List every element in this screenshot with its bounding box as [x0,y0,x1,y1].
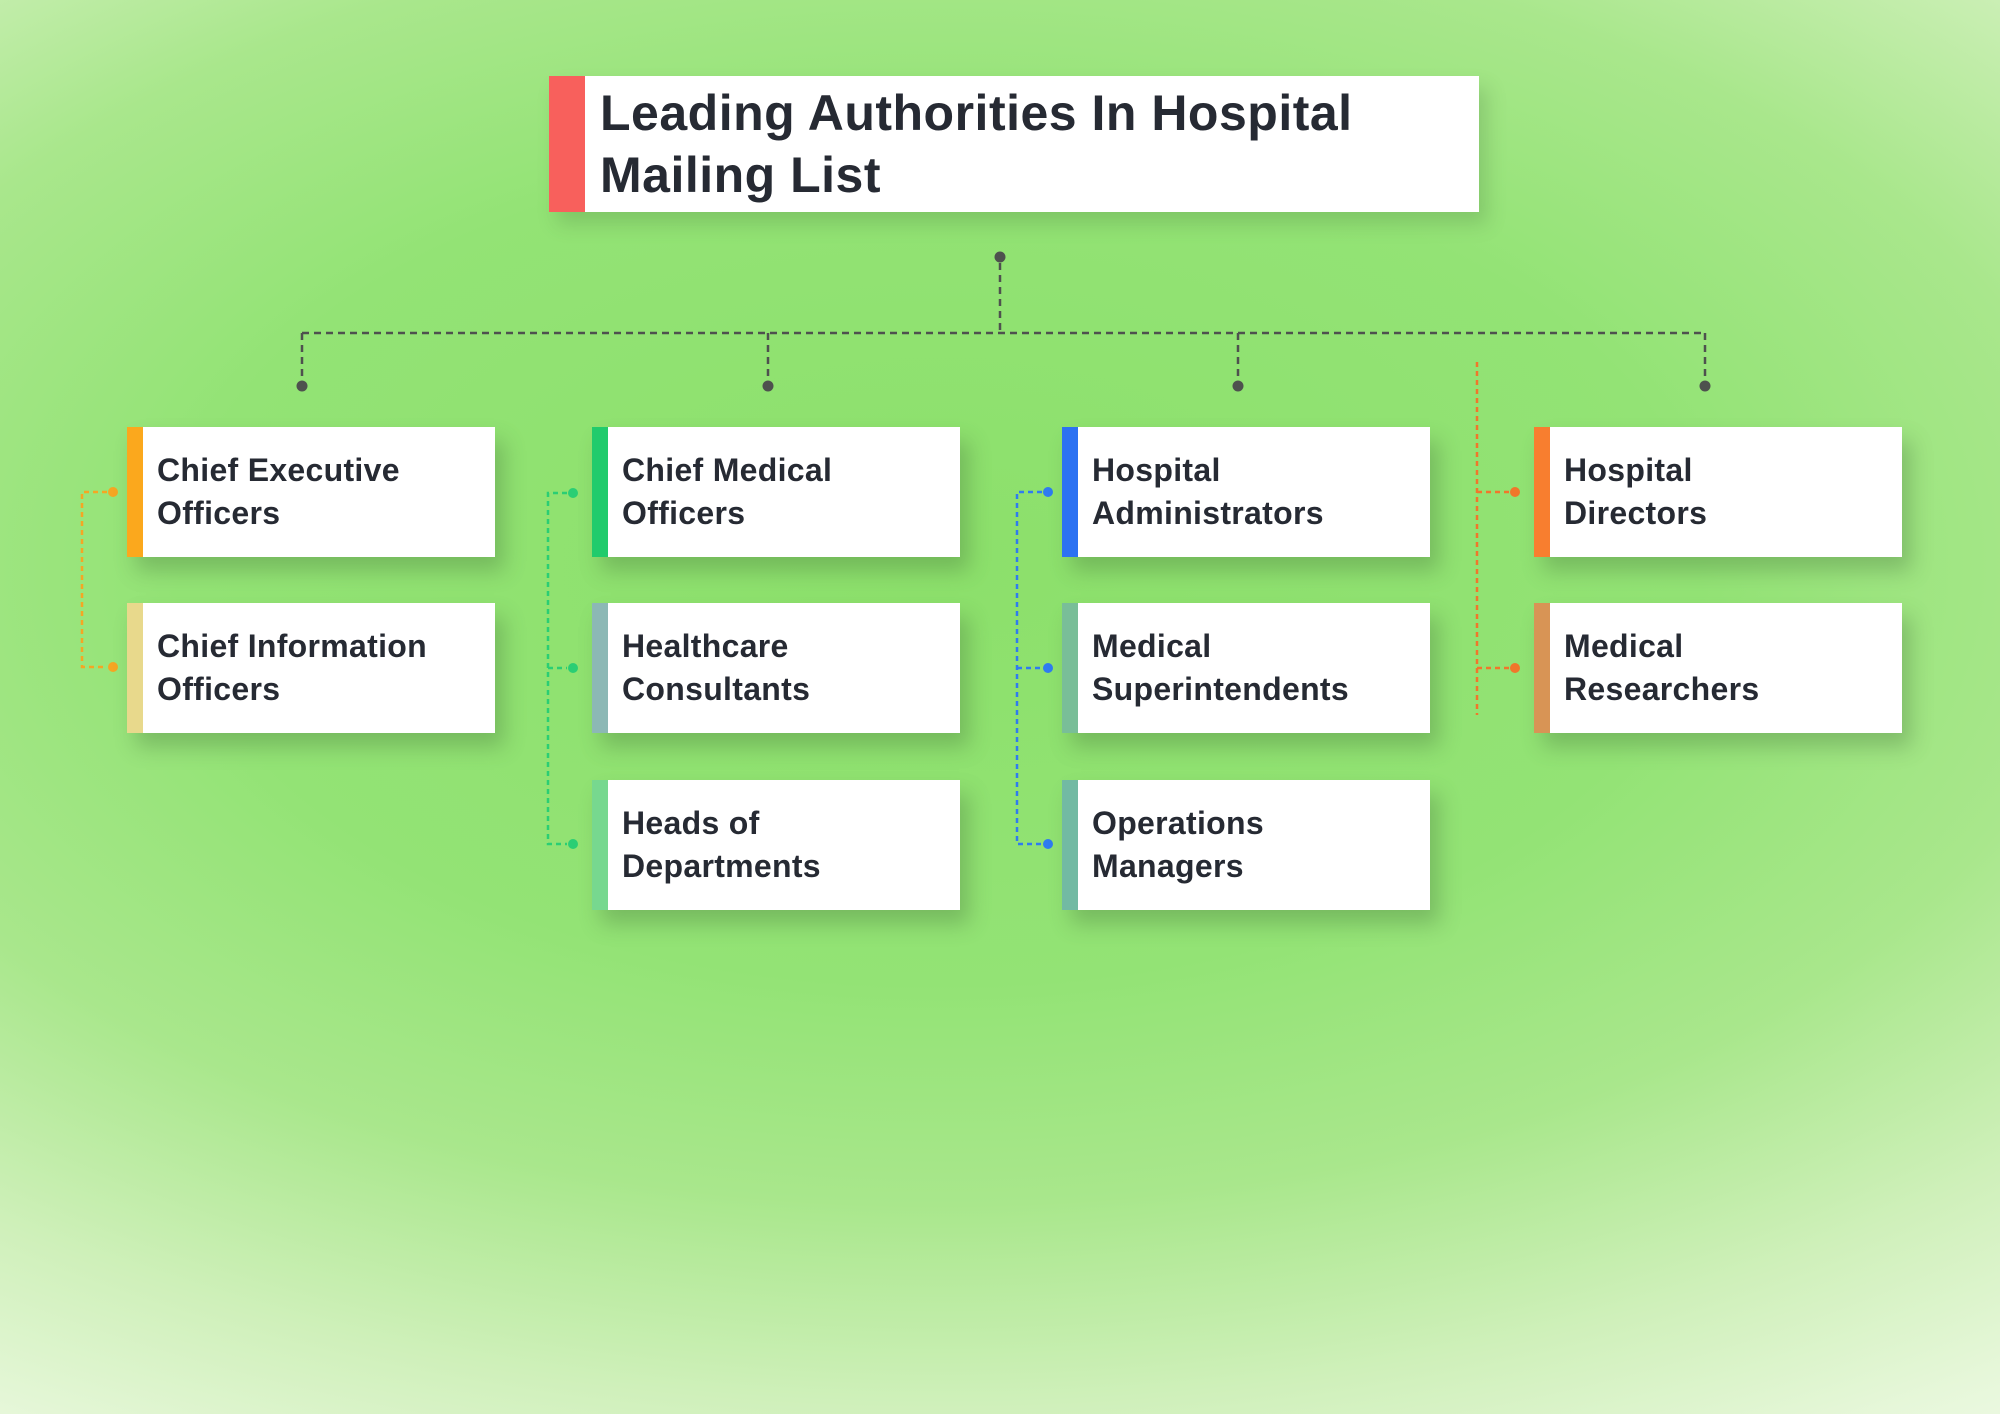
col3-bracket-dots [1043,487,1053,849]
card-operations-managers: Operations Managers [1062,780,1430,910]
card-label-line: Heads of [622,805,760,841]
col3-bracket-lines [1015,490,1042,846]
card-label: Chief Executive Officers [143,427,406,557]
connector-dot [762,380,774,392]
card-label: Hospital Directors [1550,427,1713,557]
card-accent-bar [592,780,608,910]
connector-dot [108,487,118,497]
connector-dot [568,839,578,849]
card-label-line: Directors [1564,495,1708,531]
card-label-line: Chief Information [157,628,427,664]
card-label-line: Operations [1092,805,1264,841]
card-accent-bar [1062,603,1078,733]
card-label: Hospital Administrators [1078,427,1330,557]
connector-dot [108,662,118,672]
col2-bracket [546,491,567,846]
card-label-line: Officers [157,671,281,707]
connector-dot [1510,487,1520,497]
card-healthcare-consultants: Healthcare Consultants [592,603,960,733]
col2-bracket-lines [546,491,567,846]
card-label: Heads of Departments [608,780,827,910]
card-chief-executive-officers: Chief Executive Officers [127,427,495,557]
card-accent-bar [592,427,608,557]
card-label-line: Managers [1092,848,1244,884]
card-label: Medical Researchers [1550,603,1765,733]
card-label-line: Consultants [622,671,811,707]
tree-connector-dots [296,251,1711,392]
card-chief-medical-officers: Chief Medical Officers [592,427,960,557]
card-accent-bar [127,427,143,557]
card-label: Healthcare Consultants [608,603,816,733]
connector-dot [1043,487,1053,497]
card-accent-bar [1062,427,1078,557]
card-label-line: Chief Medical [622,452,833,488]
card-label-line: Medical [1092,628,1212,664]
connector-dot [1699,380,1711,392]
card-label-line: Officers [622,495,746,531]
card-medical-superintendents: Medical Superintendents [1062,603,1430,733]
title-card: Leading Authorities In Hospital Mailing … [549,76,1479,212]
title-line: Leading Authorities In Hospital [600,85,1353,141]
tree-connector-lines [300,263,1707,380]
connector-dot [1043,839,1053,849]
col4-bracket-dots [1510,487,1520,673]
card-medical-researchers: Medical Researchers [1534,603,1902,733]
connector-dot [994,251,1006,263]
connector-dot [568,663,578,673]
card-label-line: Administrators [1092,495,1324,531]
col1-bracket [80,490,107,669]
card-label: Chief Medical Officers [608,427,838,557]
col4-bracket-lines [1475,362,1509,715]
title-text: Leading Authorities In Hospital Mailing … [585,76,1353,212]
title-accent-bar [549,76,585,212]
connector-dot [568,488,578,498]
card-label-line: Hospital [1564,452,1693,488]
card-accent-bar [592,603,608,733]
card-label: Medical Superintendents [1078,603,1355,733]
card-accent-bar [127,603,143,733]
connector-dot [296,380,308,392]
card-chief-information-officers: Chief Information Officers [127,603,495,733]
card-label-line: Officers [157,495,281,531]
card-label-line: Hospital [1092,452,1221,488]
card-label: Chief Information Officers [143,603,433,733]
card-label-line: Researchers [1564,671,1760,707]
card-label: Operations Managers [1078,780,1270,910]
card-label-line: Departments [622,848,821,884]
col1-bracket-lines [80,490,107,669]
card-label-line: Healthcare [622,628,789,664]
card-label-line: Medical [1564,628,1684,664]
card-label-line: Chief Executive [157,452,400,488]
connector-dot [1510,663,1520,673]
card-accent-bar [1534,427,1550,557]
col1-bracket-dots [108,487,118,672]
connector-dot [1232,380,1244,392]
card-hospital-administrators: Hospital Administrators [1062,427,1430,557]
card-label-line: Superintendents [1092,671,1349,707]
card-accent-bar [1534,603,1550,733]
title-line: Mailing List [600,147,881,203]
card-accent-bar [1062,780,1078,910]
card-hospital-directors: Hospital Directors [1534,427,1902,557]
col2-bracket-dots [568,488,578,849]
card-heads-of-departments: Heads of Departments [592,780,960,910]
connector-dot [1043,663,1053,673]
